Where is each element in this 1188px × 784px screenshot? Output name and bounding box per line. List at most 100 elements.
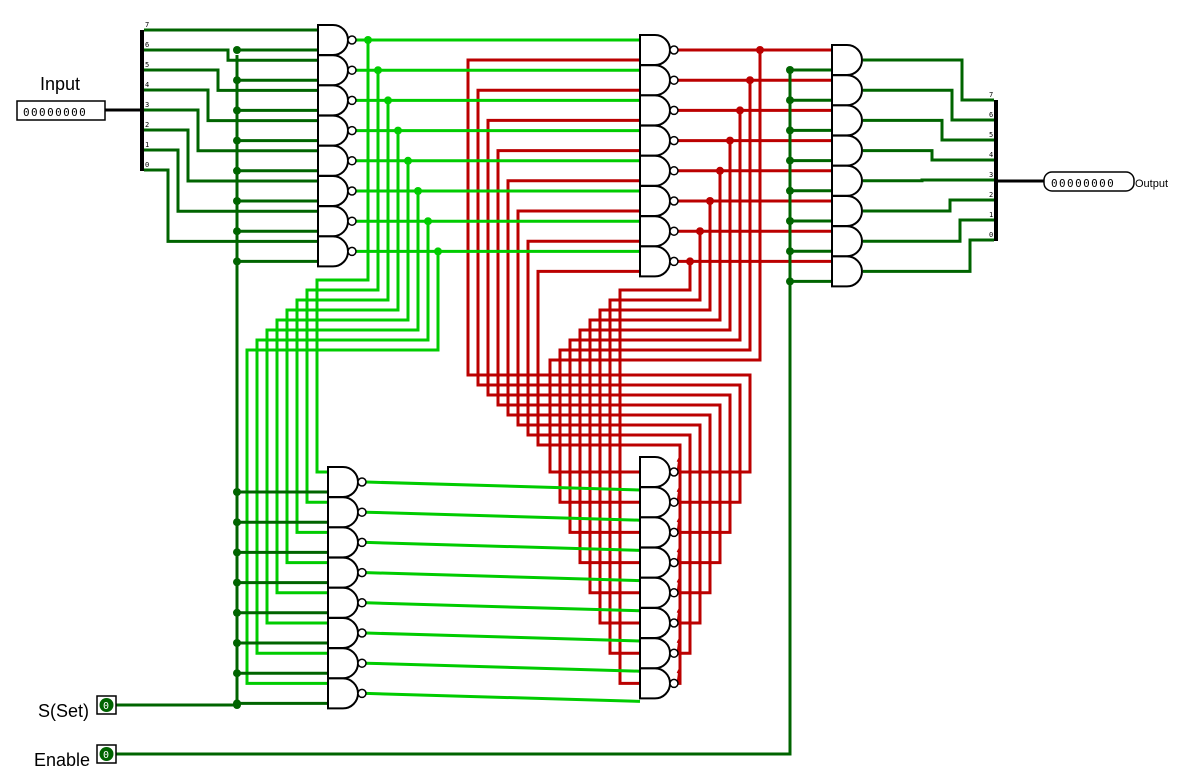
junction-dot bbox=[394, 126, 402, 135]
inverter-bubble bbox=[669, 256, 679, 267]
inverter-bubble bbox=[357, 537, 367, 548]
wire bbox=[863, 149, 994, 162]
nand-gate bbox=[639, 456, 671, 488]
inverter-bubble bbox=[669, 105, 679, 116]
nand-gate bbox=[639, 667, 671, 700]
output-pin-value: 00000000 bbox=[1051, 177, 1115, 190]
splitter-bit: 2 bbox=[145, 121, 149, 129]
inverter-bubble bbox=[347, 65, 357, 75]
junction-dot bbox=[786, 66, 794, 74]
wire bbox=[863, 198, 994, 213]
wire bbox=[144, 108, 318, 153]
junction-dot bbox=[716, 166, 724, 175]
wire bbox=[144, 88, 318, 123]
splitter-bit: 1 bbox=[145, 141, 149, 149]
input-splitter bbox=[140, 30, 144, 171]
nand-gate bbox=[317, 175, 349, 207]
inverter-bubble bbox=[669, 557, 679, 568]
wire bbox=[863, 58, 994, 102]
wire bbox=[144, 168, 318, 243]
set-pin-value: 0 bbox=[103, 701, 109, 712]
splitter-bit: 2 bbox=[989, 191, 993, 199]
wire bbox=[315, 40, 370, 474]
wire bbox=[365, 661, 641, 673]
junction-dot bbox=[404, 156, 412, 165]
wire bbox=[863, 88, 994, 122]
nand-gate bbox=[639, 154, 671, 187]
splitter-bit: 4 bbox=[145, 81, 149, 89]
junction-dot bbox=[233, 106, 241, 115]
and-gate bbox=[831, 225, 863, 258]
splitter-bit: 6 bbox=[989, 111, 993, 119]
wire bbox=[863, 218, 994, 243]
junction-dot bbox=[233, 669, 241, 678]
junction-dot bbox=[233, 518, 241, 527]
inverter-bubble bbox=[357, 688, 367, 699]
nand-gate bbox=[327, 526, 359, 559]
junction-dot bbox=[786, 126, 794, 135]
inverter-bubble bbox=[347, 246, 357, 257]
nand-gate bbox=[639, 637, 671, 670]
and-gate bbox=[831, 195, 863, 227]
nand-gate bbox=[327, 677, 359, 710]
wire bbox=[365, 571, 641, 583]
input-pin-value: 00000000 bbox=[23, 106, 87, 119]
wire bbox=[588, 170, 722, 595]
junction-dot bbox=[786, 247, 794, 256]
nand-gate bbox=[317, 84, 349, 117]
splitter-bit: 4 bbox=[989, 151, 993, 159]
wire bbox=[255, 221, 430, 655]
inverter-bubble bbox=[669, 678, 679, 689]
inverter-bubble bbox=[347, 35, 357, 45]
inverter-bubble bbox=[669, 618, 679, 628]
inverter-bubble bbox=[347, 156, 357, 166]
splitter-bit: 5 bbox=[145, 61, 149, 69]
wire bbox=[275, 160, 410, 595]
junction-dot bbox=[434, 247, 442, 256]
junction-dot bbox=[786, 156, 794, 165]
set-label: S(Set) bbox=[38, 701, 89, 721]
wire bbox=[245, 251, 440, 685]
nand-gate bbox=[317, 144, 349, 177]
wire bbox=[144, 148, 318, 213]
wire bbox=[526, 239, 692, 655]
output-label: Output bbox=[1135, 178, 1168, 190]
and-gate bbox=[831, 134, 863, 167]
junction-dot bbox=[756, 46, 764, 54]
wire bbox=[365, 601, 641, 613]
wire bbox=[365, 540, 641, 552]
junction-dot bbox=[233, 578, 241, 587]
splitter-bit: 0 bbox=[989, 231, 993, 239]
nand-gate bbox=[327, 466, 359, 498]
control-wires-dark-green bbox=[116, 28, 994, 756]
nand-gate bbox=[639, 34, 671, 66]
enable-pin-value: 0 bbox=[103, 750, 109, 761]
junction-dot bbox=[233, 548, 241, 557]
inverter-bubble bbox=[357, 477, 367, 487]
data-wires-bright-green bbox=[245, 38, 641, 703]
splitter-bit: 7 bbox=[989, 91, 993, 99]
inverter-bubble bbox=[669, 166, 679, 176]
inverter-bubble bbox=[669, 226, 679, 236]
junction-dot bbox=[233, 46, 241, 54]
wire bbox=[536, 269, 682, 685]
nand-gate bbox=[639, 185, 671, 217]
splitter-bit: 1 bbox=[989, 211, 993, 219]
wire bbox=[676, 668, 682, 684]
nand-gate bbox=[639, 576, 671, 609]
wire bbox=[863, 178, 994, 183]
junction-dot bbox=[786, 96, 794, 105]
nand-gate bbox=[327, 647, 359, 680]
junction-dot bbox=[233, 227, 241, 236]
junction-dot bbox=[424, 217, 432, 226]
junction-dot bbox=[726, 136, 734, 145]
junction-dot bbox=[384, 96, 392, 105]
inverter-bubble bbox=[357, 628, 367, 638]
inverter-bubble bbox=[669, 196, 679, 206]
wire bbox=[863, 118, 994, 142]
wire bbox=[305, 70, 380, 504]
nand-gate bbox=[327, 617, 359, 649]
junction-dot bbox=[233, 76, 241, 85]
input-label: Input bbox=[40, 74, 80, 94]
